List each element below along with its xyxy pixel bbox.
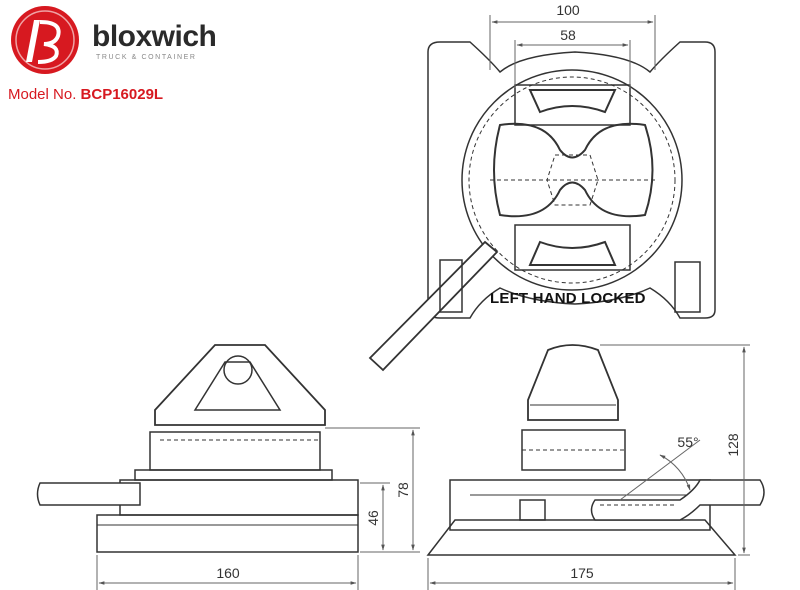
model-number: BCP16029L (80, 86, 164, 103)
front-view (36, 344, 359, 553)
brand-tagline: TRUCK & CONTAINER (96, 54, 197, 61)
dimension-side-width: 175 (570, 565, 594, 581)
side-view (426, 344, 765, 556)
dimension-total-height: 78 (395, 482, 411, 498)
dimension-base-height: 46 (365, 510, 381, 526)
top-view (368, 41, 716, 372)
side-view-dimension-lines (427, 344, 750, 590)
dimension-side-height: 128 (725, 433, 741, 457)
dimension-outer-width: 100 (556, 2, 580, 18)
front-view-dimension-lines (96, 427, 420, 590)
dimension-inner-width: 58 (560, 27, 576, 43)
model-number-line: Model No. BCP16029L (8, 86, 163, 103)
model-label: Model No. (8, 86, 77, 103)
bloxwich-b-logo-icon (11, 6, 79, 74)
top-view-dimension-lines (489, 15, 656, 88)
lock-orientation-label: LEFT HAND LOCKED (490, 290, 646, 307)
dimension-angle: 55° (677, 434, 698, 450)
dimension-front-width: 160 (216, 565, 240, 581)
brand-name: bloxwich (92, 20, 217, 53)
